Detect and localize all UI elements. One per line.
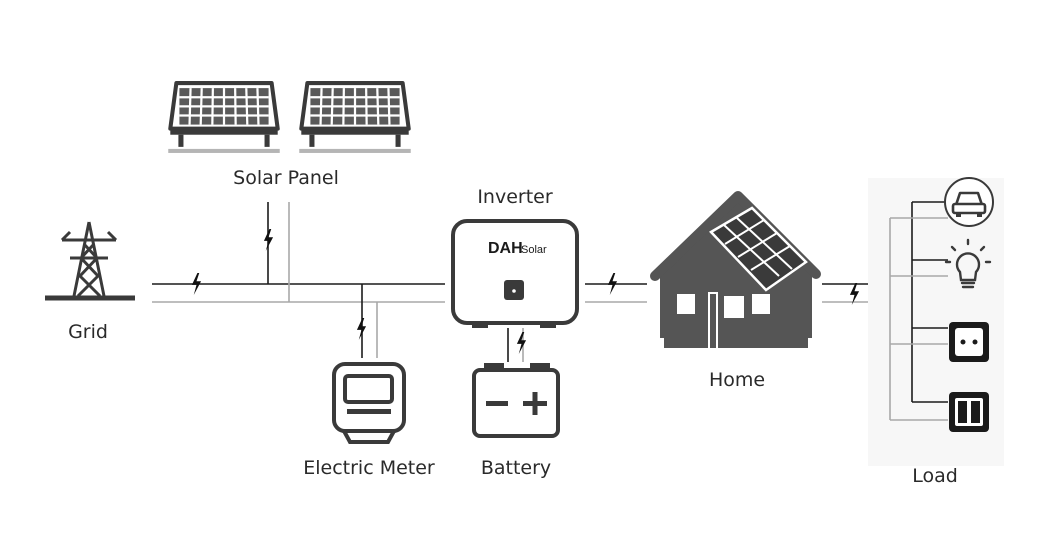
home-lines bbox=[585, 283, 647, 303]
load-label: Load bbox=[912, 465, 958, 487]
electric-meter-icon bbox=[332, 362, 406, 444]
ac-bus-lines bbox=[152, 202, 445, 358]
inverter-label: Inverter bbox=[477, 186, 553, 208]
home-label: Home bbox=[709, 369, 765, 391]
solar-panel-icon bbox=[168, 83, 410, 153]
inverter-brand-word: Solar bbox=[521, 244, 547, 256]
solar-panel-label: Solar Panel bbox=[233, 167, 339, 189]
inverter-icon bbox=[451, 219, 579, 328]
load-bus-lines bbox=[889, 201, 948, 421]
lightning-bolt-icon bbox=[516, 332, 527, 354]
battery-lines bbox=[507, 328, 524, 362]
battery-label: Battery bbox=[481, 457, 551, 479]
inverter-brand-mark: DAH bbox=[488, 240, 523, 257]
grid-label: Grid bbox=[68, 321, 108, 343]
house-icon bbox=[650, 191, 821, 348]
light-bulb-icon bbox=[944, 238, 992, 289]
car-icon bbox=[944, 177, 994, 227]
battery-icon bbox=[472, 363, 560, 438]
power-socket-icon bbox=[949, 322, 989, 362]
light-switch-icon bbox=[949, 392, 989, 432]
transmission-tower-icon bbox=[45, 221, 135, 301]
electric-meter-label: Electric Meter bbox=[303, 457, 435, 479]
